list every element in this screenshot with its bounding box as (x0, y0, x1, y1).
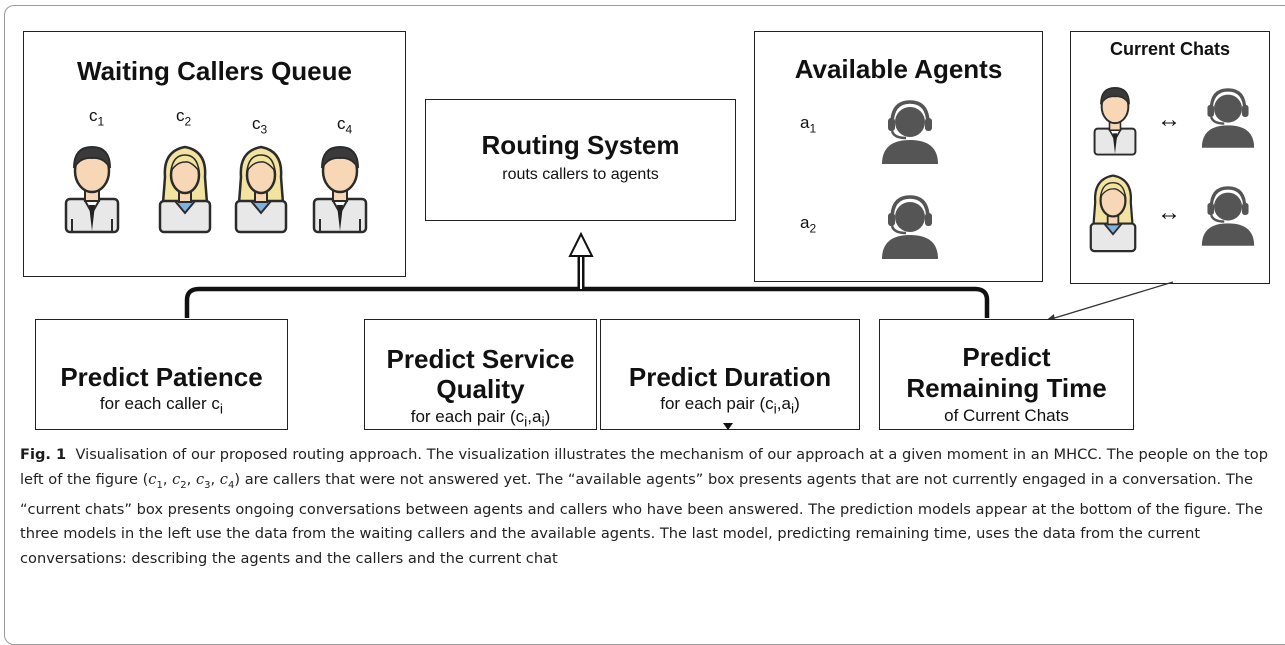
predictor-title: Predict Service (386, 344, 575, 374)
chats-title: Current Chats (1109, 39, 1230, 59)
predictor-title: Predict Patience (60, 362, 263, 392)
caller-label-4: c4 (337, 114, 353, 137)
predictor-desc: for each pair (ci,ai) (410, 407, 551, 431)
predict-remaining-time-box: Predict Remaining Time of Current Chats (879, 319, 1134, 430)
predict-duration-box: Predict Duration for each pair (ci,ai) (600, 319, 860, 430)
routing-subtitle: routs callers to agents (502, 166, 659, 183)
small-arrow-icon (723, 423, 733, 430)
caption-label: Fig. 1 (20, 446, 67, 463)
male-caller-icon (312, 145, 368, 234)
predictor-title: Predict (962, 342, 1051, 372)
figure-caption: Fig. 1 Visualisation of our proposed rou… (20, 446, 1268, 567)
agent-headset-icon (1201, 88, 1255, 148)
predictor-desc: for each pair (ci,ai) (660, 394, 800, 418)
predictor-title-line2: Remaining Time (906, 373, 1107, 403)
connector-lines (184, 231, 1174, 322)
predict-patience-box: Predict Patience for each caller ci (35, 319, 288, 430)
predict-service-quality-box: Predict Service Quality for each pair (c… (364, 319, 597, 430)
routing-system-box: Routing System routs callers to agents (425, 99, 736, 221)
predictor-title-line2: Quality (436, 374, 525, 404)
caption-text-1: Visualisation of our proposed routing ap… (20, 446, 1268, 488)
caller-label-2: c2 (176, 106, 192, 129)
routing-title: Routing System (481, 130, 680, 160)
female-caller-icon (234, 145, 288, 234)
female-caller-icon (1089, 174, 1137, 253)
male-caller-icon (1093, 86, 1137, 156)
predictor-desc: for each caller ci (99, 394, 224, 418)
agent-label-2: a2 (800, 213, 817, 236)
male-caller-icon (64, 145, 120, 234)
chat-arrow-1: ↔ (1157, 106, 1181, 133)
agent-headset-icon (1201, 186, 1255, 246)
agent-headset-icon (882, 100, 938, 164)
agent-headset-icon (882, 195, 938, 259)
caller-label-3: c3 (252, 114, 268, 137)
agents-title: Available Agents (794, 54, 1003, 84)
agent-label-1: a1 (800, 113, 817, 136)
predictor-desc: of Current Chats (944, 406, 1069, 425)
chat-arrow-2: ↔ (1157, 199, 1181, 226)
caller-label-1: c1 (89, 106, 105, 129)
queue-title: Waiting Callers Queue (77, 56, 352, 86)
female-caller-icon (158, 145, 212, 234)
caption-text-2: ) are callers that were not answered yet… (20, 470, 1263, 567)
predictor-title: Predict Duration (628, 362, 832, 392)
